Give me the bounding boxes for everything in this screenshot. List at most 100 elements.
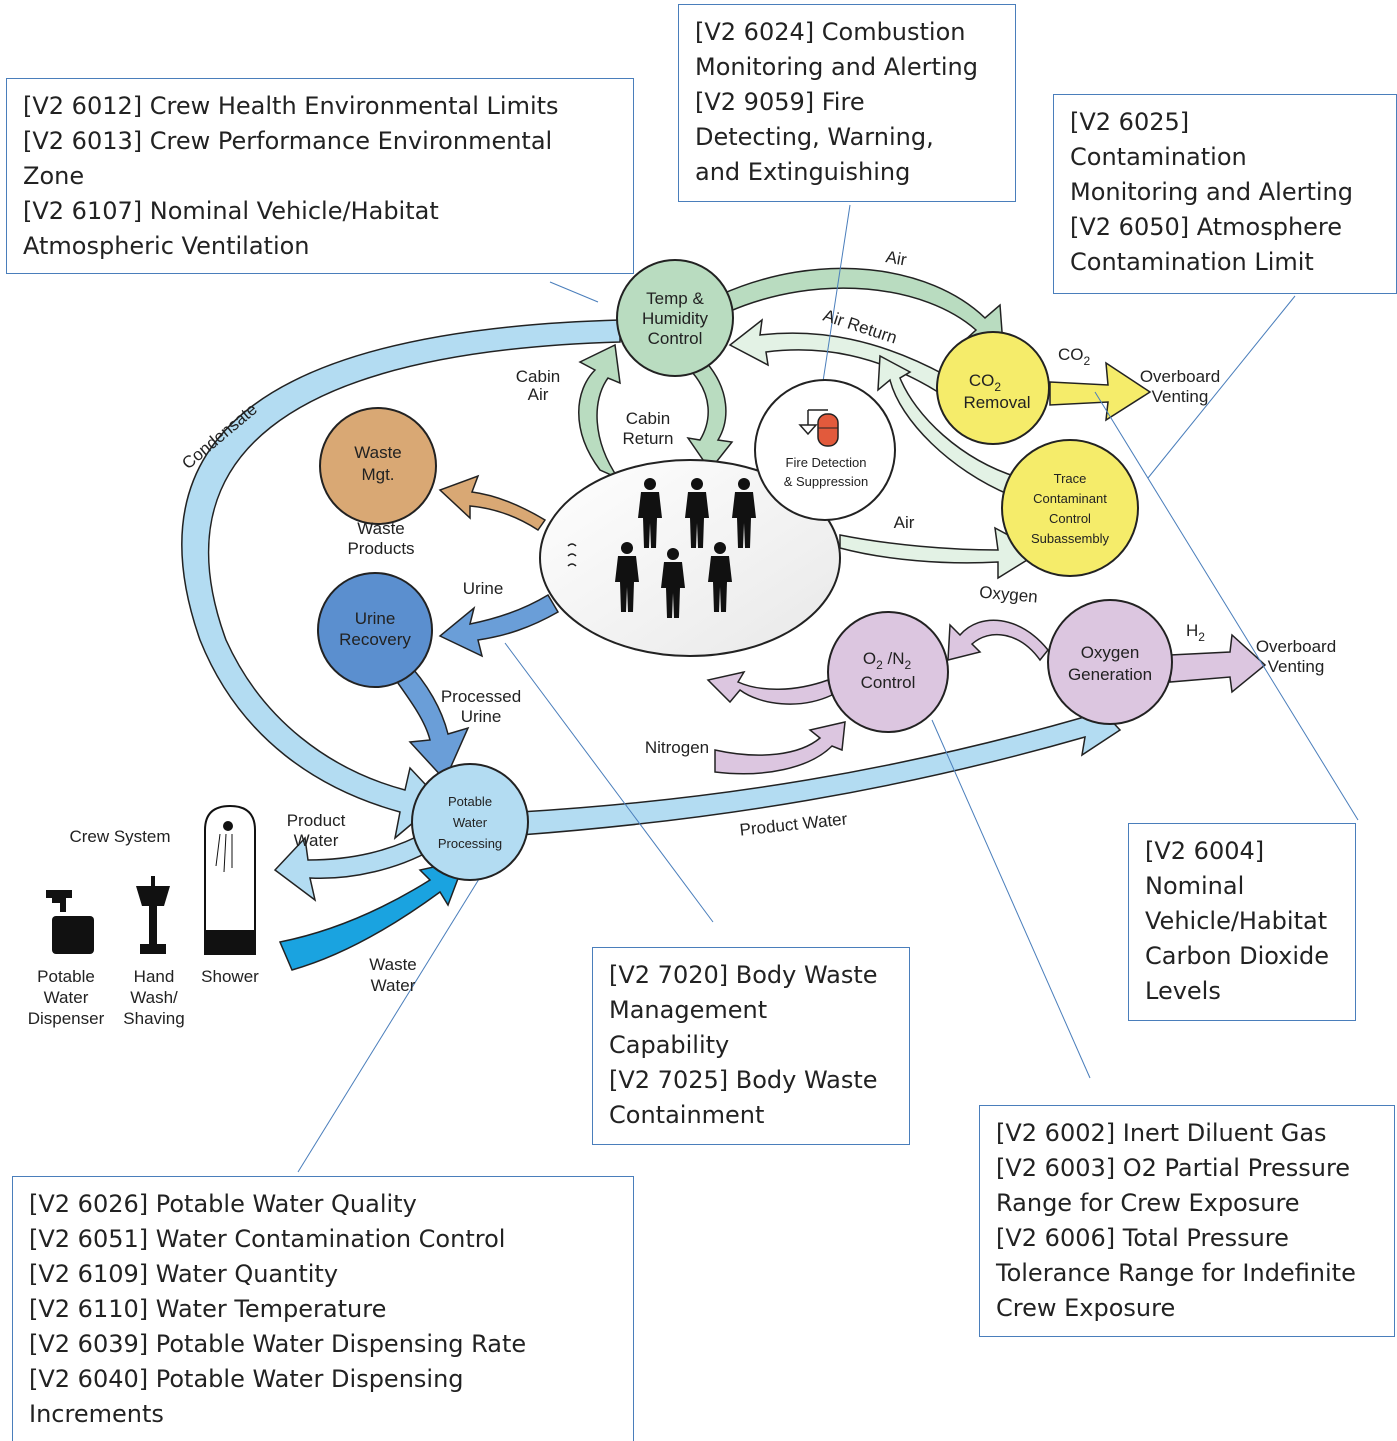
svg-text:Temp &: Temp &: [646, 289, 704, 308]
callout-line: [V2 6040] Potable Water Dispensing: [29, 1365, 464, 1393]
svg-text:Control: Control: [648, 329, 703, 348]
cabin-air-line1: Cabin: [516, 367, 560, 386]
callout-line: Crew Exposure: [996, 1294, 1176, 1322]
waste-products-line1: Waste: [357, 519, 405, 538]
svg-text:Removal: Removal: [963, 393, 1030, 412]
nitrogen-in-arrow: [714, 721, 846, 775]
cabin-return-line2: Return: [622, 429, 673, 448]
air-top-label: Air: [884, 247, 908, 269]
dispenser-line1: Potable: [37, 967, 95, 986]
svg-text:Urine: Urine: [355, 609, 396, 628]
callout-line: Contamination: [1070, 143, 1247, 171]
hand-wash-line2: Wash/: [130, 988, 178, 1007]
dispenser-line3: Dispenser: [28, 1009, 105, 1028]
overboard-venting-1-line1: Overboard: [1140, 367, 1220, 386]
callout-combustion: [V2 6024] Combustion Monitoring and Aler…: [678, 4, 1016, 202]
callout-line: [V2 6012] Crew Health Environmental Limi…: [23, 92, 559, 120]
trace-return-arrow: [877, 354, 1022, 496]
product-water-left-line2: Water: [294, 831, 339, 850]
shower-icon: [204, 804, 256, 955]
overboard-venting-2-line1: Overboard: [1256, 637, 1336, 656]
product-water-left-arrow: [273, 829, 442, 902]
callout-line: [V2 7020] Body Waste: [609, 961, 878, 989]
node-co2-removal: CO2 Removal: [936, 331, 1050, 445]
crew-figures: [615, 478, 756, 618]
callout-line: [V2 6006] Total Pressure: [996, 1224, 1289, 1252]
callout-line: Nominal: [1145, 872, 1245, 900]
shower-label: Shower: [201, 967, 259, 986]
crew-member-icon: [638, 478, 662, 548]
callout-line: [V2 6051] Water Contamination Control: [29, 1225, 506, 1253]
node-trace-contaminant: Trace Contaminant Control Subassembly: [1001, 439, 1139, 577]
svg-text:O2 /N2: O2 /N2: [863, 649, 912, 672]
node-waste-mgt: Waste Mgt.: [319, 407, 437, 525]
callout-line: [V2 6107] Nominal Vehicle/Habitat: [23, 197, 439, 225]
svg-text:Potable: Potable: [448, 794, 492, 809]
svg-text:Water: Water: [453, 815, 488, 830]
svg-text:Trace: Trace: [1054, 471, 1087, 486]
callout-line: Containment: [609, 1101, 765, 1129]
callout-line: Management: [609, 996, 768, 1024]
crew-member-icon: [685, 478, 709, 548]
waste-water-line1: Waste: [369, 955, 417, 974]
wave-icon: [567, 543, 577, 567]
svg-text:Control: Control: [861, 673, 916, 692]
callout-line: Zone: [23, 162, 85, 190]
crew-cabin: [539, 459, 841, 657]
processed-urine-line1: Processed: [441, 687, 521, 706]
cabin-air-arrow: [578, 343, 621, 480]
oxygen-flow-arrow: [947, 619, 1049, 662]
hand-wash-line1: Hand: [134, 967, 175, 986]
product-water-left-line1: Product: [287, 811, 346, 830]
h2-vent-arrow: [1169, 633, 1267, 694]
waste-water-line2: Water: [371, 976, 416, 995]
svg-text:Humidity: Humidity: [642, 309, 709, 328]
product-water-right-label: Product Water: [739, 809, 849, 839]
svg-text:Generation: Generation: [1068, 665, 1152, 684]
callout-line: [V2 6050] Atmosphere: [1070, 213, 1343, 241]
svg-text:Subassembly: Subassembly: [1031, 531, 1110, 546]
crew-system-title: Crew System: [69, 827, 170, 846]
callout-line: Carbon Dioxide: [1145, 942, 1330, 970]
cabin-air-line2: Air: [528, 385, 549, 404]
cabin-return-line1: Cabin: [626, 409, 670, 428]
svg-text:Recovery: Recovery: [339, 630, 411, 649]
callout-line: Monitoring and Alerting: [695, 53, 978, 81]
overboard-venting-1-line2: Venting: [1152, 387, 1209, 406]
overboard-venting-2-line2: Venting: [1268, 657, 1325, 676]
dispenser-line2: Water: [44, 988, 89, 1007]
processed-urine-arrow: [388, 658, 470, 782]
callout-line: Range for Crew Exposure: [996, 1189, 1300, 1217]
urine-label: Urine: [463, 579, 504, 598]
callout-line: [V2 7025] Body Waste: [609, 1066, 878, 1094]
svg-text:Contaminant: Contaminant: [1033, 491, 1107, 506]
oxygen-label: Oxygen: [978, 583, 1038, 607]
svg-text:Mgt.: Mgt.: [361, 465, 394, 484]
cabin-return-arrow: [686, 360, 734, 472]
urine-arrow: [438, 593, 560, 658]
callout-line: Contamination Limit: [1070, 248, 1314, 276]
hand-wash-sink-icon: [136, 876, 170, 954]
co2-label: CO2: [1058, 345, 1091, 368]
callout-line: Tolerance Range for Indefinite: [996, 1259, 1356, 1287]
node-temp-humidity: Temp & Humidity Control: [616, 259, 734, 377]
callout-line: [V2 6003] O2 Partial Pressure: [996, 1154, 1351, 1182]
callout-line: [V2 6013] Crew Performance Environmental: [23, 127, 553, 155]
crew-member-icon: [732, 478, 756, 548]
waste-water-arrow: [278, 858, 467, 971]
callout-co2-levels: [V2 6004] Nominal Vehicle/Habitat Carbon…: [1128, 823, 1356, 1021]
svg-text:Fire Detection: Fire Detection: [786, 455, 867, 470]
waste-products-line2: Products: [347, 539, 414, 558]
callout-line: Capability: [609, 1031, 730, 1059]
callout-line: Levels: [1145, 977, 1221, 1005]
extinguisher-icon: [817, 413, 839, 447]
svg-text:& Suppression: & Suppression: [784, 474, 869, 489]
node-fire-detection: Fire Detection & Suppression: [754, 379, 896, 521]
potable-water-dispenser-icon: [46, 890, 94, 954]
callout-line: [V2 6109] Water Quantity: [29, 1260, 339, 1288]
nitrogen-label: Nitrogen: [645, 738, 709, 757]
processed-urine-line2: Urine: [461, 707, 502, 726]
leader-lines: [297, 204, 1359, 1173]
crew-member-icon: [708, 542, 732, 612]
